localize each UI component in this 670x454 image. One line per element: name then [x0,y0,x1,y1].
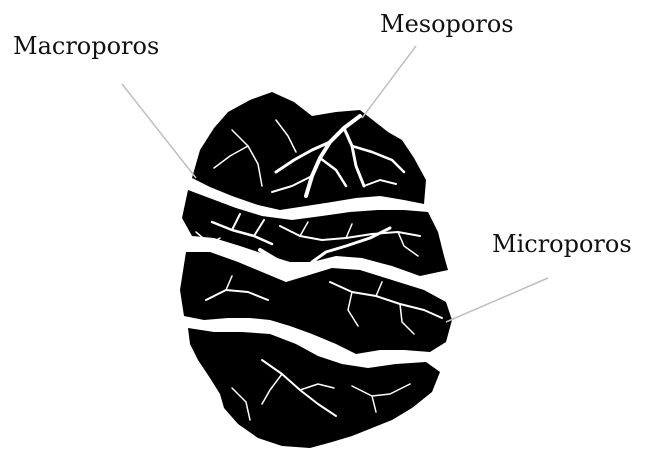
particle-body [180,92,452,448]
label-microporos: Microporos [492,232,632,256]
label-mesoporos: Mesoporos [380,12,514,36]
leader-line-microporos [446,278,548,322]
leader-line-macroporos [122,84,196,178]
label-macroporos: Macroporos [13,34,159,58]
leader-line-mesoporos [362,46,416,118]
